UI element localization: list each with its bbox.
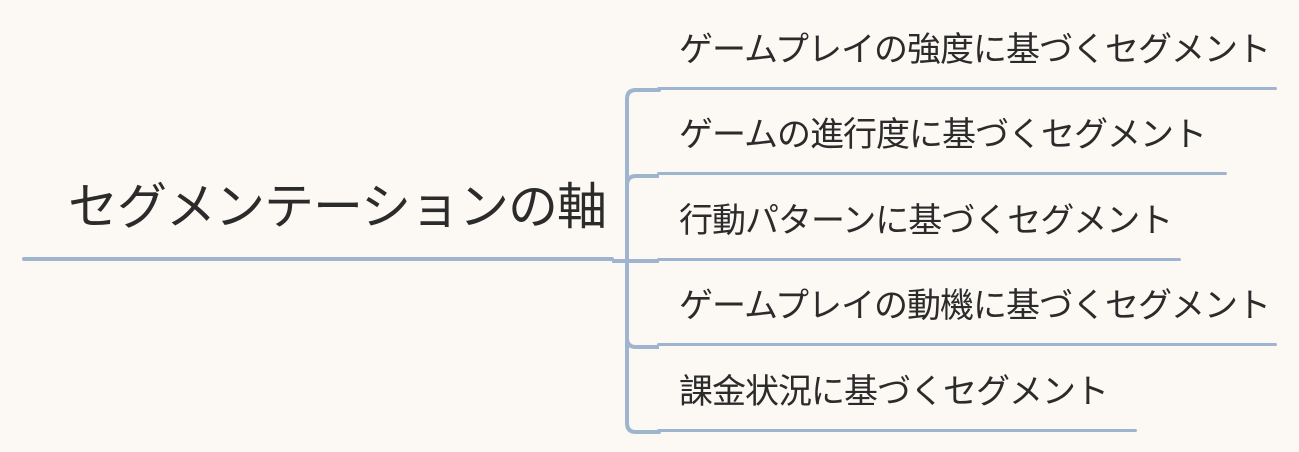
branch-topic-label: ゲームの進行度に基づくセグメント [679, 115, 1207, 155]
branch-topic-gameplay-motivation[interactable]: ゲームプレイの動機に基づくセグメント [657, 286, 1277, 346]
branch-topic-underline [657, 343, 1277, 346]
connector-spine [625, 88, 661, 434]
root-topic-underline [22, 257, 614, 261]
branch-topic-underline [657, 429, 1137, 432]
branch-topic-label: ゲームプレイの動機に基づくセグメント [679, 286, 1271, 326]
branch-topic-label: 課金状況に基づくセグメント [679, 372, 1109, 412]
branch-topic-label: ゲームプレイの強度に基づくセグメント [679, 30, 1271, 70]
branch-topic-underline [657, 258, 1181, 261]
branch-topic-gameplay-intensity[interactable]: ゲームプレイの強度に基づくセグメント [657, 30, 1277, 90]
branch-topic-behavior-pattern[interactable]: 行動パターンに基づくセグメント [657, 201, 1181, 261]
branch-topic-underline [657, 87, 1277, 90]
branch-topic-billing-status[interactable]: 課金状況に基づくセグメント [657, 372, 1137, 432]
connector-to-branch-2 [625, 174, 659, 186]
connector-to-branch-4 [625, 337, 659, 349]
root-topic-label: セグメンテーションの軸 [68, 178, 607, 236]
branch-topic-game-progress[interactable]: ゲームの進行度に基づくセグメント [657, 115, 1227, 175]
branch-topic-underline [657, 172, 1227, 175]
branch-topic-label: 行動パターンに基づくセグメント [679, 201, 1173, 241]
root-topic[interactable]: セグメンテーションの軸 [22, 166, 614, 261]
